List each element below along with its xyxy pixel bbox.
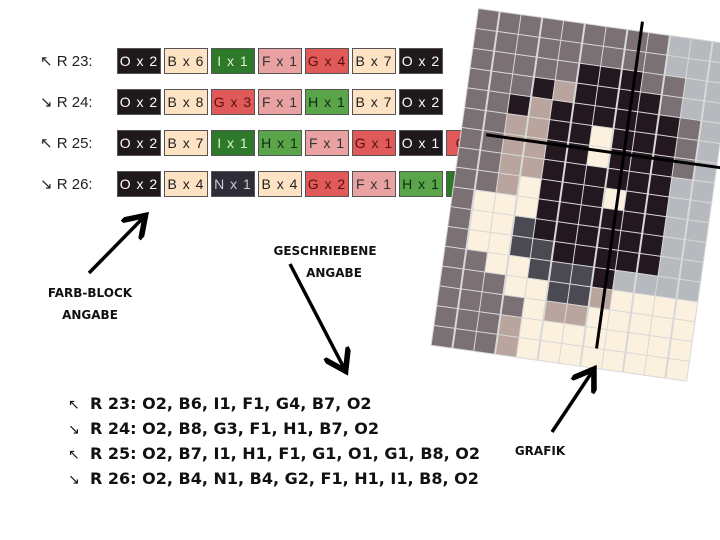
color-block: B x 6 [164,48,208,74]
color-block: B x 7 [352,48,396,74]
written-row: ↖ R 23: O2, B6, I1, F1, G4, B7, O2 [68,392,480,417]
color-block: H x 1 [258,130,302,156]
direction-arrow-icon: ↘ [68,422,80,438]
written-row-text: R 25: O2, B7, I1, H1, F1, G1, O1, G1, B8… [90,444,481,463]
color-block: F x 1 [352,171,396,197]
color-block: I x 1 [211,130,255,156]
written-row: ↘ R 26: O2, B4, N1, B4, G2, F1, H1, I1, B… [68,467,480,492]
written-row-text: R 24: O2, B8, G3, F1, H1, B7, O2 [90,419,379,438]
color-block: G x 4 [305,48,349,74]
row-label: ↖ R 25: [40,135,93,152]
color-block: I x 1 [211,48,255,74]
grafik-label: GRAFIK [514,444,566,458]
color-block: H x 1 [399,171,443,197]
farbblock-label: FARB-BLOCK ANGABE [30,282,150,326]
geschriebene-arrow [288,263,344,368]
color-block: B x 4 [258,171,302,197]
color-block: O x 2 [117,171,161,197]
color-block: F x 1 [258,48,302,74]
color-block: B x 7 [352,89,396,115]
color-block: B x 8 [164,89,208,115]
written-row-text: R 26: O2, B4, N1, B4, G2, F1, H1, I1, B8… [90,469,479,488]
color-block: F x 1 [305,130,349,156]
written-row: ↘ R 24: O2, B8, G3, F1, H1, B7, O2 [68,417,480,442]
written-instructions: ↖ R 23: O2, B6, I1, F1, G4, B7, O2 ↘ R 24: … [68,392,480,492]
grafik-arrow [550,372,592,433]
row-label: ↘ R 26: [40,176,93,193]
row-label: ↘ R 24: [40,94,93,111]
direction-arrow-icon: ↘ [68,472,80,488]
color-block: O x 2 [117,89,161,115]
color-block: B x 7 [164,130,208,156]
farbblock-arrow [87,218,143,275]
written-row-text: R 23: O2, B6, I1, F1, G4, B7, O2 [90,394,372,413]
direction-arrow-icon: ↖ [68,397,80,413]
geschriebene-label-line1: GESCHRIEBENE [273,244,377,258]
farbblock-label-line1: FARB-BLOCK [47,286,133,300]
color-block: G x 3 [211,89,255,115]
color-block: F x 1 [258,89,302,115]
color-block: O x 2 [117,130,161,156]
row-label: ↖ R 23: [40,53,93,70]
geschriebene-label-line2: ANGABE [306,266,362,280]
color-block: O x 1 [399,130,443,156]
color-block: H x 1 [305,89,349,115]
color-block: O x 2 [399,48,443,74]
color-block: B x 4 [164,171,208,197]
color-block: O x 2 [117,48,161,74]
geschriebene-label: GESCHRIEBENE ANGABE [255,240,395,284]
farbblock-label-line2: ANGABE [62,308,118,322]
color-block: G x 1 [352,130,396,156]
written-row: ↖ R 25: O2, B7, I1, H1, F1, G1, O1, G1, B… [68,442,480,467]
color-block: G x 2 [305,171,349,197]
color-block: O x 2 [399,89,443,115]
direction-arrow-icon: ↖ [68,447,80,463]
color-block: N x 1 [211,171,255,197]
